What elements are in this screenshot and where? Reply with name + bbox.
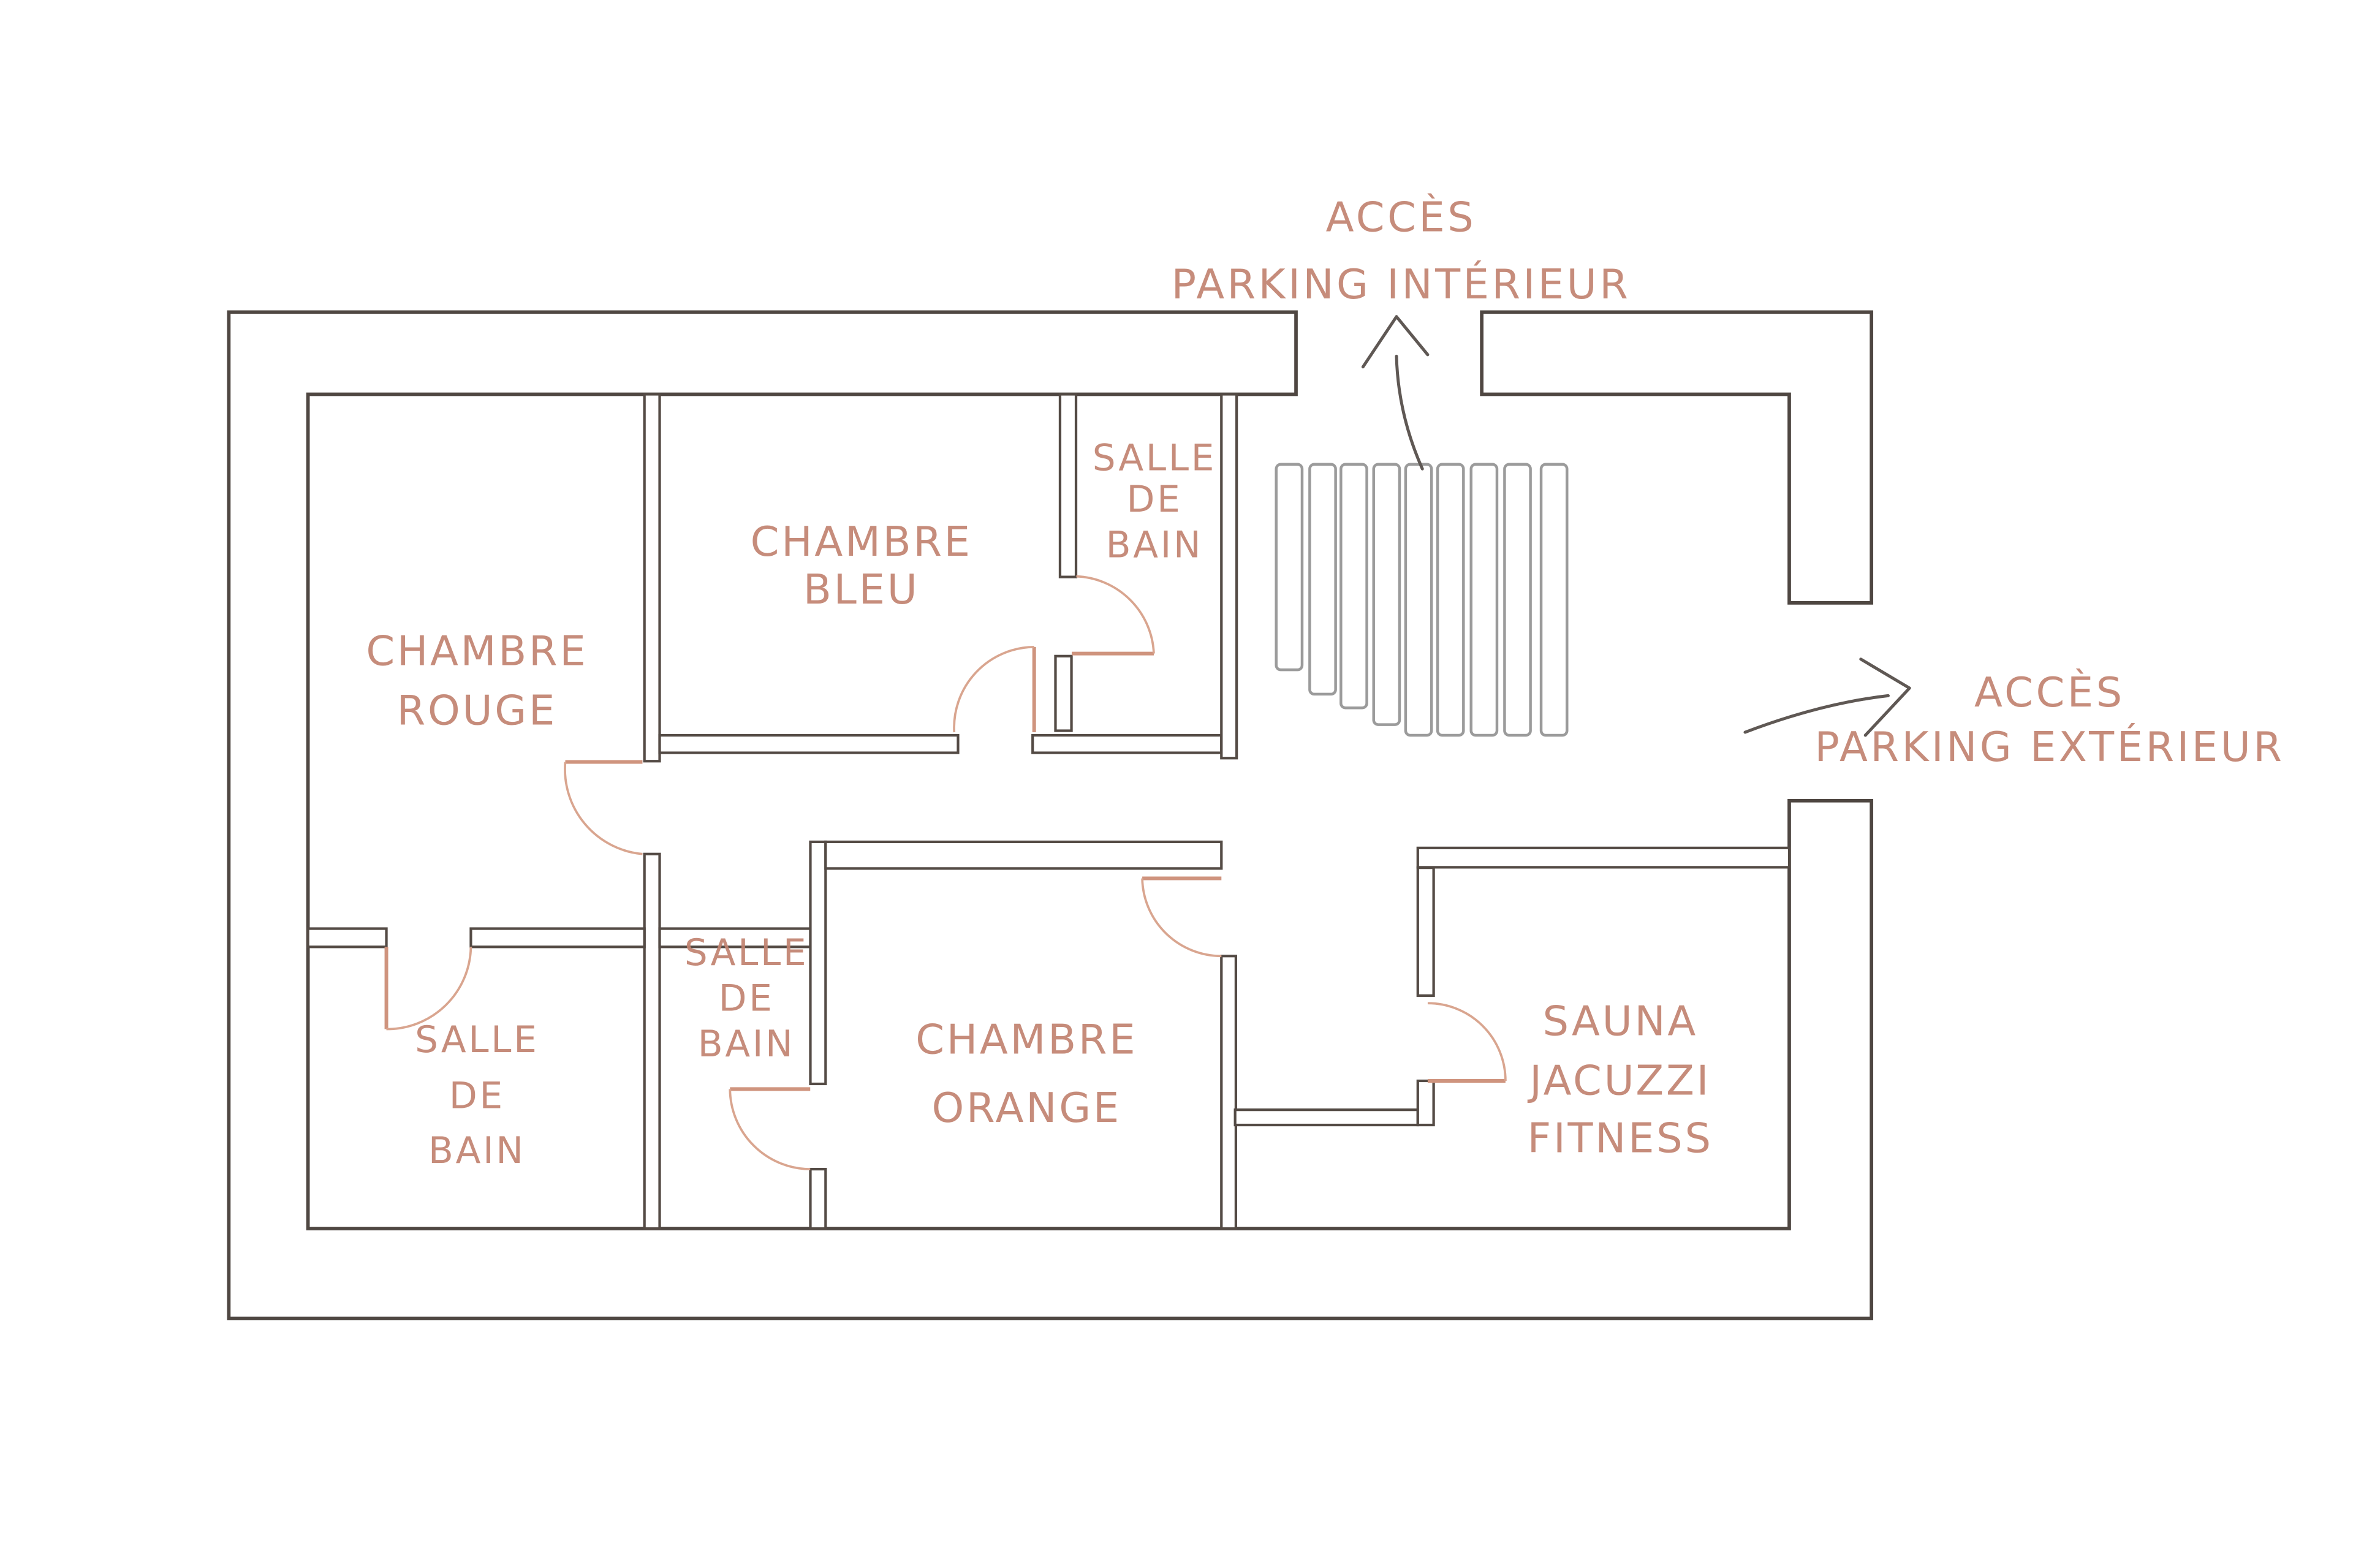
wall-rouge-bleu-partition [643,393,661,763]
stair-step [1308,463,1337,696]
wall-hall-step [1233,1108,1419,1127]
wall-rouge-south-west [306,927,388,949]
wall-bath-mid-east-lower [809,1167,827,1230]
stair-step [1372,463,1401,726]
wall-bath-top-west [1058,393,1078,578]
stair-step [1404,463,1433,737]
room-label-salle-bain-milieu-line1: SALLE [684,932,808,974]
room-label-salle-bain-bas-line2: DE [449,1075,505,1118]
stair-step [1339,463,1368,710]
room-label-chambre-rouge-line2: ROUGE [397,687,558,735]
outer-walls [227,310,1874,1320]
door-arc-chambre-bleu [953,646,1034,733]
stair-step [1503,463,1532,737]
wall-sauna-west-stub [1416,1079,1435,1127]
door-arc-salle-bain-milieu [729,1089,811,1170]
room-label-chambre-bleu-line1: CHAMBRE [751,518,972,566]
room-label-salle-bain-bas-line3: BAIN [428,1130,526,1172]
room-label-sauna-line2: JACUZZI [1527,1056,1711,1104]
room-label-salle-bain-haut-line1: SALLE [1093,437,1216,480]
room-label-chambre-orange-line2: ORANGE [932,1084,1121,1132]
arrow-up-icon [1361,315,1430,471]
stair-step [1469,463,1499,737]
wall-sauna-north [1416,846,1791,869]
access-parking-exterieur-line2: PARKING EXTÉRIEUR [1814,722,2284,771]
wall-corridor-north-east [1031,733,1223,754]
wall-orange-north [824,840,1223,870]
room-label-sauna-line1: SAUNA [1542,997,1698,1045]
access-parking-interieur-line1: ACCÈS [1326,193,1477,241]
outer-wall-main [227,310,1874,1320]
wall-bath-top-west-stub [1054,654,1073,732]
arrow-right-icon [1743,657,1911,737]
door-arc-sauna [1427,1002,1507,1081]
access-parking-interieur-line2: PARKING INTÉRIEUR [1172,260,1631,308]
wall-rouge-east-lower [643,852,661,1230]
stair-step [1436,463,1465,737]
door-arc-salle-bain-haut [1076,575,1155,654]
room-label-chambre-rouge-line1: CHAMBRE [366,627,588,675]
wall-orange-east [1220,955,1238,1230]
room-label-chambre-bleu-line2: BLEU [803,566,920,613]
door-arc-salle-bain-bas [386,947,472,1031]
room-label-salle-bain-bas-line1: SALLE [415,1019,539,1061]
interior-walls [306,393,1791,1230]
room-label-chambre-orange-line1: CHAMBRE [915,1015,1137,1063]
wall-corridor-north-west [658,733,960,754]
room-label-salle-bain-haut-line2: DE [1126,479,1182,521]
wall-sauna-west-upper [1416,866,1435,997]
access-labels: ACCÈS PARKING INTÉRIEUR ACCÈS PARKING EX… [1172,193,2284,771]
doors [384,575,1507,1170]
room-label-salle-bain-haut-line3: BAIN [1106,524,1203,566]
room-labels: CHAMBRE ROUGE CHAMBRE BLEU SALLE DE BAIN… [366,437,1713,1172]
outer-wall-top-right [1480,310,1874,605]
room-label-sauna-line3: FITNESS [1528,1115,1713,1162]
wall-bath-mid-north [658,927,812,949]
access-parking-exterieur-line1: ACCÈS [1974,668,2125,716]
door-arc-chambre-orange [1141,878,1222,958]
staircase-icon [1275,463,1569,737]
wall-bath-top-east [1220,393,1238,760]
stair-step [1275,463,1304,672]
room-label-salle-bain-milieu-line3: BAIN [698,1023,795,1066]
door-arc-chambre-rouge [564,762,643,855]
wall-bath-mid-east-upper [809,840,827,1086]
wall-rouge-south-east [469,927,646,949]
room-label-salle-bain-milieu-line2: DE [719,978,775,1020]
stair-step [1539,463,1569,737]
